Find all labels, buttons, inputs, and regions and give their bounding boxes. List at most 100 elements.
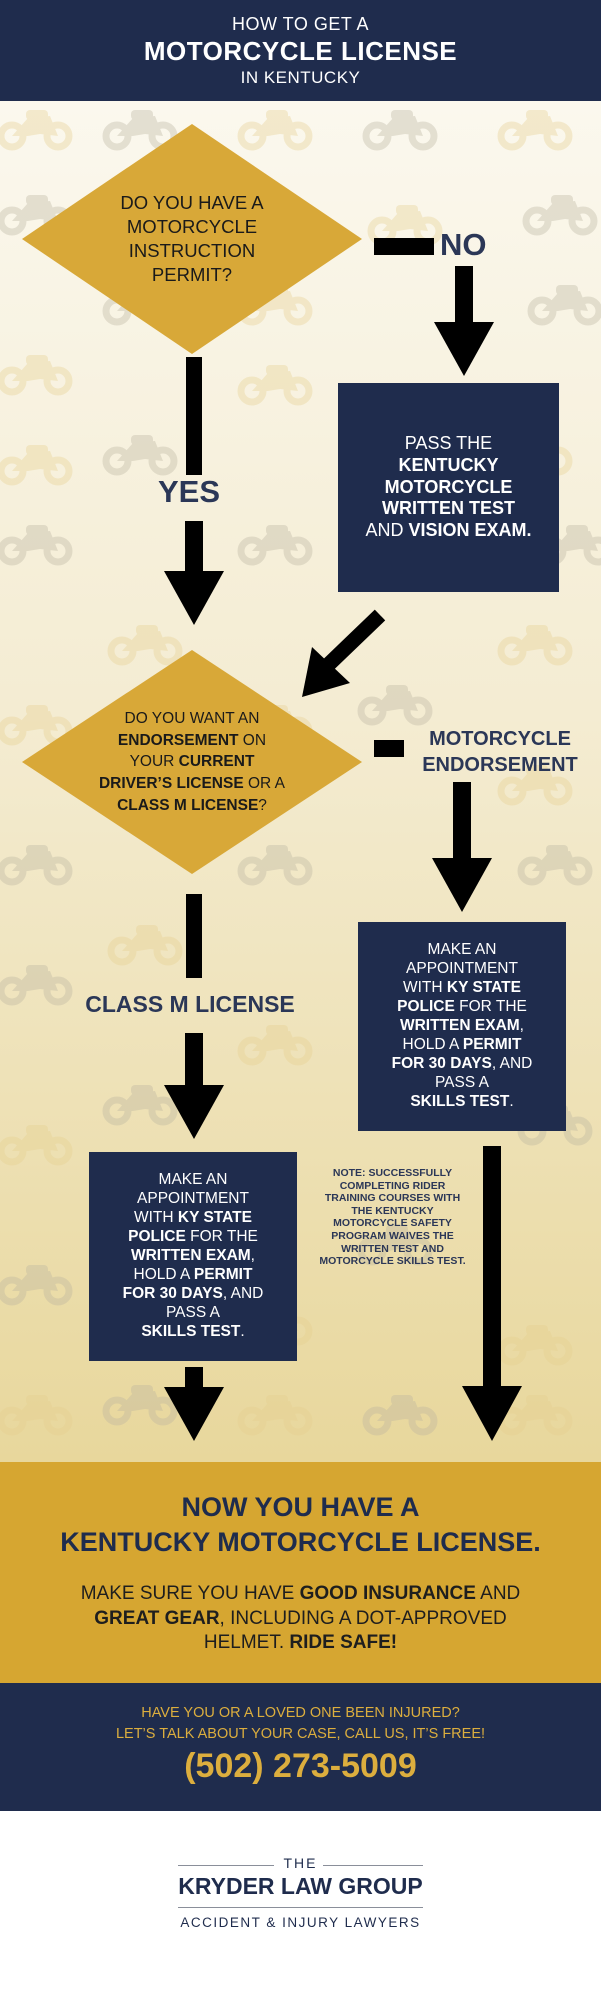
msg-normal: MAKE SURE YOU HAVE (80, 1583, 300, 1604)
note-line: COMPLETING RIDER (339, 1179, 446, 1192)
header-subtitle-bottom: IN KENTUCKY (240, 68, 361, 87)
box-bold: POLICE (128, 1228, 186, 1246)
box-bold: WRITTEN EXAM (130, 1247, 251, 1265)
footer: THE KRYDER LAW GROUP ACCIDENT & INJURY L… (0, 1811, 601, 2003)
box-bold: FOR 30 DAYS (122, 1284, 223, 1302)
note-line: TRAINING COURSES WITH (324, 1192, 461, 1205)
box-normal: , (250, 1247, 255, 1265)
arrow-diagonal-icon (302, 609, 386, 697)
step-written-test-box: PASS THE KENTUCKY MOTORCYCLE WRITTEN TES… (338, 383, 559, 592)
box-normal: HOLD A (402, 1035, 463, 1053)
logo-divider (323, 1865, 423, 1866)
logo-tagline: ACCIDENT & INJURY LAWYERS (180, 1915, 421, 1930)
box-bold: KY STATE (446, 979, 521, 997)
q2-normal: ON (238, 731, 267, 749)
result-title: NOW YOU HAVE A KENTUCKY MOTORCYCLE LICEN… (0, 1490, 601, 1560)
endorsement-connector-bar (374, 740, 404, 757)
phone-number-link[interactable]: (502) 273-5009 (184, 1747, 417, 1785)
result-title-line: KENTUCKY MOTORCYCLE LICENSE. (60, 1527, 541, 1558)
box-line: KENTUCKY (398, 454, 499, 475)
result-title-line: NOW YOU HAVE A (181, 1492, 420, 1522)
box-line: PASS A (434, 1073, 489, 1091)
msg-normal: HELMET. (203, 1632, 290, 1654)
header-title: MOTORCYCLE LICENSE (143, 36, 458, 66)
box-normal: FOR THE (185, 1228, 258, 1246)
box-bold: SKILLS TEST (410, 1092, 510, 1110)
note-line: MOTORCYCLE SKILLS TEST. (319, 1255, 466, 1268)
box-line: APPOINTMENT (406, 960, 518, 978)
box-bold: KY STATE (177, 1209, 252, 1227)
msg-bold: RIDE SAFE! (289, 1632, 398, 1654)
box-bold: PERMIT (462, 1035, 522, 1053)
q2-bold: ENDORSEMENT (117, 731, 239, 749)
arrow-down-icon (462, 1146, 522, 1441)
box-normal: . (240, 1322, 245, 1340)
msg-normal: AND (475, 1583, 521, 1604)
class-m-connector-bar (186, 894, 202, 978)
logo-firm-name: KRYDER LAW GROUP (178, 1873, 423, 1899)
note-line: PROGRAM WAIVES THE (331, 1229, 454, 1242)
endorsement-label: MOTORCYCLE ENDORSEMENT (405, 726, 595, 778)
box-bold: FOR 30 DAYS (391, 1054, 492, 1072)
q2-normal: ? (258, 796, 267, 814)
box-normal: , AND (491, 1054, 533, 1072)
logo-divider (178, 1865, 274, 1866)
arrow-down-icon (432, 782, 492, 912)
flowchart-area: DO YOU HAVE A MOTORCYCLE INSTRUCTION PER… (0, 101, 601, 1462)
question-diamond-license-type (22, 650, 362, 874)
step-class-m-appointment-box: MAKE AN APPOINTMENT WITH KY STATE POLICE… (89, 1152, 297, 1361)
box-bold: POLICE (397, 998, 455, 1016)
arrow-down-icon (164, 1367, 224, 1441)
box-line: AND (365, 520, 409, 541)
msg-bold: GOOD INSURANCE (299, 1583, 476, 1604)
call-to-action: HAVE YOU OR A LOVED ONE BEEN INJURED? LE… (0, 1683, 601, 1811)
q1-line: PERMIT? (151, 264, 233, 286)
box-normal: . (509, 1092, 514, 1110)
q1-line: INSTRUCTION (128, 240, 256, 262)
note-line: NOTE: SUCCESSFULLY (332, 1167, 453, 1179)
note-line: MOTORCYCLE SAFETY (333, 1217, 452, 1230)
q1-line: DO YOU HAVE A (120, 192, 264, 213)
q2-bold: CLASS M LICENSE (117, 796, 259, 814)
msg-normal: , INCLUDING A DOT-APPROVED (219, 1607, 507, 1629)
header-subtitle-top: HOW TO GET A (231, 14, 370, 34)
yes-connector-bar-top (186, 357, 202, 475)
safety-message: MAKE SURE YOU HAVE GOOD INSURANCE AND GR… (20, 1582, 581, 1656)
question-permit-text: DO YOU HAVE A MOTORCYCLE INSTRUCTION PER… (82, 191, 302, 287)
box-normal: HOLD A (133, 1265, 194, 1283)
box-line: MAKE AN (427, 941, 497, 959)
logo-divider (178, 1907, 423, 1908)
q2-normal: YOUR (129, 753, 179, 771)
endorsement-label-line: MOTORCYCLE (429, 728, 571, 750)
q1-line: MOTORCYCLE (126, 216, 258, 238)
note-line: WRITTEN TEST AND (341, 1242, 444, 1255)
msg-bold: GREAT GEAR (94, 1607, 220, 1629)
no-label: NO (440, 227, 487, 262)
box-bold: WRITTEN EXAM (399, 1017, 520, 1035)
q2-bold: CURRENT (178, 753, 255, 771)
box-line: APPOINTMENT (137, 1190, 249, 1208)
rider-training-note: NOTE: SUCCESSFULLY COMPLETING RIDER TRAI… (305, 1167, 480, 1268)
q2-bold: DRIVER’S LICENSE (98, 775, 244, 793)
cta-invite: LET’S TALK ABOUT YOUR CASE, CALL US, IT’… (115, 1726, 486, 1742)
arrow-down-icon (434, 266, 494, 376)
arrow-down-icon (164, 1033, 224, 1139)
q2-normal: OR A (243, 775, 286, 793)
endorsement-label-line: ENDORSEMENT (422, 754, 578, 776)
question-diamond-permit (22, 124, 362, 354)
box-normal: WITH (403, 979, 447, 997)
yes-label: YES (158, 474, 221, 509)
box-line: WRITTEN TEST (381, 498, 515, 519)
box-normal: WITH (134, 1209, 178, 1227)
page-header: HOW TO GET A MOTORCYCLE LICENSE IN KENTU… (0, 0, 601, 101)
box-normal: , (519, 1017, 524, 1035)
box-line: PASS THE (404, 432, 493, 453)
result-section: NOW YOU HAVE A KENTUCKY MOTORCYCLE LICEN… (0, 1462, 601, 1683)
cta-question: HAVE YOU OR A LOVED ONE BEEN INJURED? (141, 1705, 460, 1721)
question-license-type-text: DO YOU WANT AN ENDORSEMENT ON YOUR CURRE… (72, 708, 312, 816)
note-line: THE KENTUCKY (351, 1204, 434, 1217)
box-line: MAKE AN (158, 1171, 228, 1189)
step-endorsement-appointment-box: MAKE AN APPOINTMENT WITH KY STATE POLICE… (358, 922, 566, 1131)
box-line: MOTORCYCLE (384, 476, 513, 497)
arrow-down-icon (164, 521, 224, 625)
